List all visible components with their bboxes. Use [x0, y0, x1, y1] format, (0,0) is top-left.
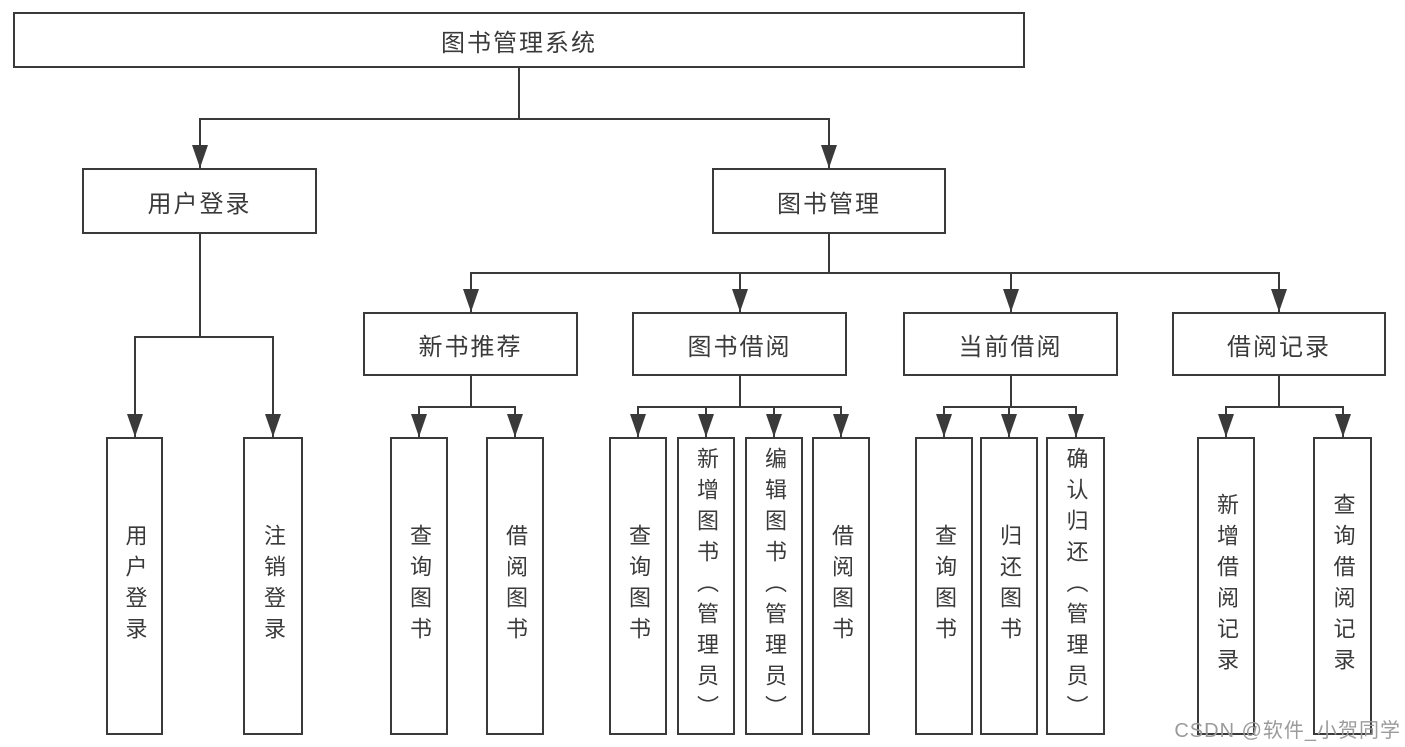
node-leaf-edit-books-admin: 编辑图书（管理员） — [745, 437, 803, 735]
arrowhead-down-icon — [833, 414, 849, 437]
arrowhead-down-icon — [630, 414, 646, 437]
arrowhead-down-icon — [265, 414, 281, 437]
connector-drop — [134, 336, 136, 437]
node-borrowing-records: 借阅记录 — [1172, 312, 1386, 376]
connector-bar — [1225, 406, 1344, 408]
arrowhead-down-icon — [1271, 289, 1287, 312]
connector-stub — [518, 68, 520, 120]
node-system-root: 图书管理系统 — [13, 12, 1025, 68]
connector-stub — [470, 376, 472, 408]
node-label: 借阅图书 — [829, 524, 854, 648]
node-book-borrowing: 图书借阅 — [632, 312, 847, 376]
node-label: 借阅记录 — [1227, 333, 1331, 361]
node-leaf-add-borrow-record: 新增借阅记录 — [1197, 437, 1255, 735]
arrowhead-down-icon — [1335, 414, 1351, 437]
connector-drop — [272, 336, 274, 437]
node-label: 查询借阅记录 — [1330, 493, 1356, 679]
arrowhead-down-icon — [698, 414, 714, 437]
watermark-text: CSDN @软件_小贺同学 — [1174, 720, 1401, 742]
connector-stub — [739, 376, 741, 408]
arrowhead-down-icon — [411, 414, 427, 437]
connector-stub — [1278, 376, 1280, 408]
arrowhead-down-icon — [821, 145, 837, 168]
node-leaf-query-books-recommend: 查询图书 — [390, 437, 448, 735]
node-label: 当前借阅 — [958, 333, 1063, 361]
node-leaf-return-books: 归还图书 — [980, 437, 1038, 735]
arrowhead-down-icon — [507, 414, 523, 437]
arrowhead-down-icon — [1068, 414, 1084, 437]
node-label: 新增借阅记录 — [1214, 493, 1239, 679]
connector-bar — [637, 406, 842, 408]
node-label: 新书推荐 — [418, 333, 523, 361]
node-leaf-confirm-return-admin: 确认归还（管理员） — [1046, 437, 1105, 735]
connector-bar — [134, 336, 274, 338]
node-label: 查询图书 — [626, 524, 651, 648]
node-label: 归还图书 — [997, 524, 1022, 648]
connector-bar — [470, 272, 1280, 274]
node-leaf-add-books-admin: 新增图书（管理员） — [677, 437, 735, 735]
node-book-management: 图书管理 — [712, 168, 946, 234]
arrowhead-down-icon — [1218, 414, 1234, 437]
node-label: 确认归还（管理员） — [1063, 446, 1089, 726]
node-label: 编辑图书（管理员） — [762, 446, 787, 726]
arrowhead-down-icon — [192, 145, 208, 168]
node-label: 图书管理系统 — [441, 29, 597, 57]
watermark: CSDN @软件_小贺同学 — [1174, 714, 1401, 743]
connector-stub — [199, 234, 201, 338]
arrowhead-down-icon — [127, 414, 143, 437]
connector-stub — [1010, 376, 1012, 408]
node-label: 图书借阅 — [687, 333, 792, 361]
node-label: 借阅图书 — [503, 524, 528, 648]
node-leaf-query-books-borrowing: 查询图书 — [609, 437, 667, 735]
arrowhead-down-icon — [463, 289, 479, 312]
connector-bar — [199, 118, 830, 120]
connector-stub — [828, 234, 830, 274]
node-leaf-borrow-books-recommend: 借阅图书 — [486, 437, 544, 735]
connector-drop — [828, 118, 830, 168]
node-user-login: 用户登录 — [82, 168, 317, 234]
node-label: 用户登录 — [147, 190, 252, 218]
arrowhead-down-icon — [1003, 289, 1019, 312]
node-leaf-logout: 注销登录 — [243, 437, 303, 735]
arrowhead-down-icon — [766, 414, 782, 437]
arrowhead-down-icon — [1001, 414, 1017, 437]
connector-bar — [418, 406, 516, 408]
node-leaf-borrow-books-borrowing: 借阅图书 — [812, 437, 870, 735]
connector-bar — [943, 406, 1077, 408]
arrowhead-down-icon — [732, 289, 748, 312]
node-label: 新增图书（管理员） — [694, 446, 719, 726]
node-new-book-recommend: 新书推荐 — [363, 312, 578, 376]
node-label: 用户登录 — [122, 524, 148, 648]
node-leaf-query-books-current: 查询图书 — [915, 437, 973, 735]
node-leaf-query-borrow-record: 查询借阅记录 — [1313, 437, 1372, 735]
node-current-borrowing: 当前借阅 — [903, 312, 1118, 376]
arrowhead-down-icon — [936, 414, 952, 437]
node-label: 查询图书 — [407, 524, 432, 648]
node-label: 查询图书 — [932, 524, 957, 648]
node-label: 图书管理 — [777, 190, 881, 218]
connector-drop — [199, 118, 201, 168]
node-label: 注销登录 — [261, 524, 286, 648]
node-leaf-user-login: 用户登录 — [106, 437, 163, 735]
